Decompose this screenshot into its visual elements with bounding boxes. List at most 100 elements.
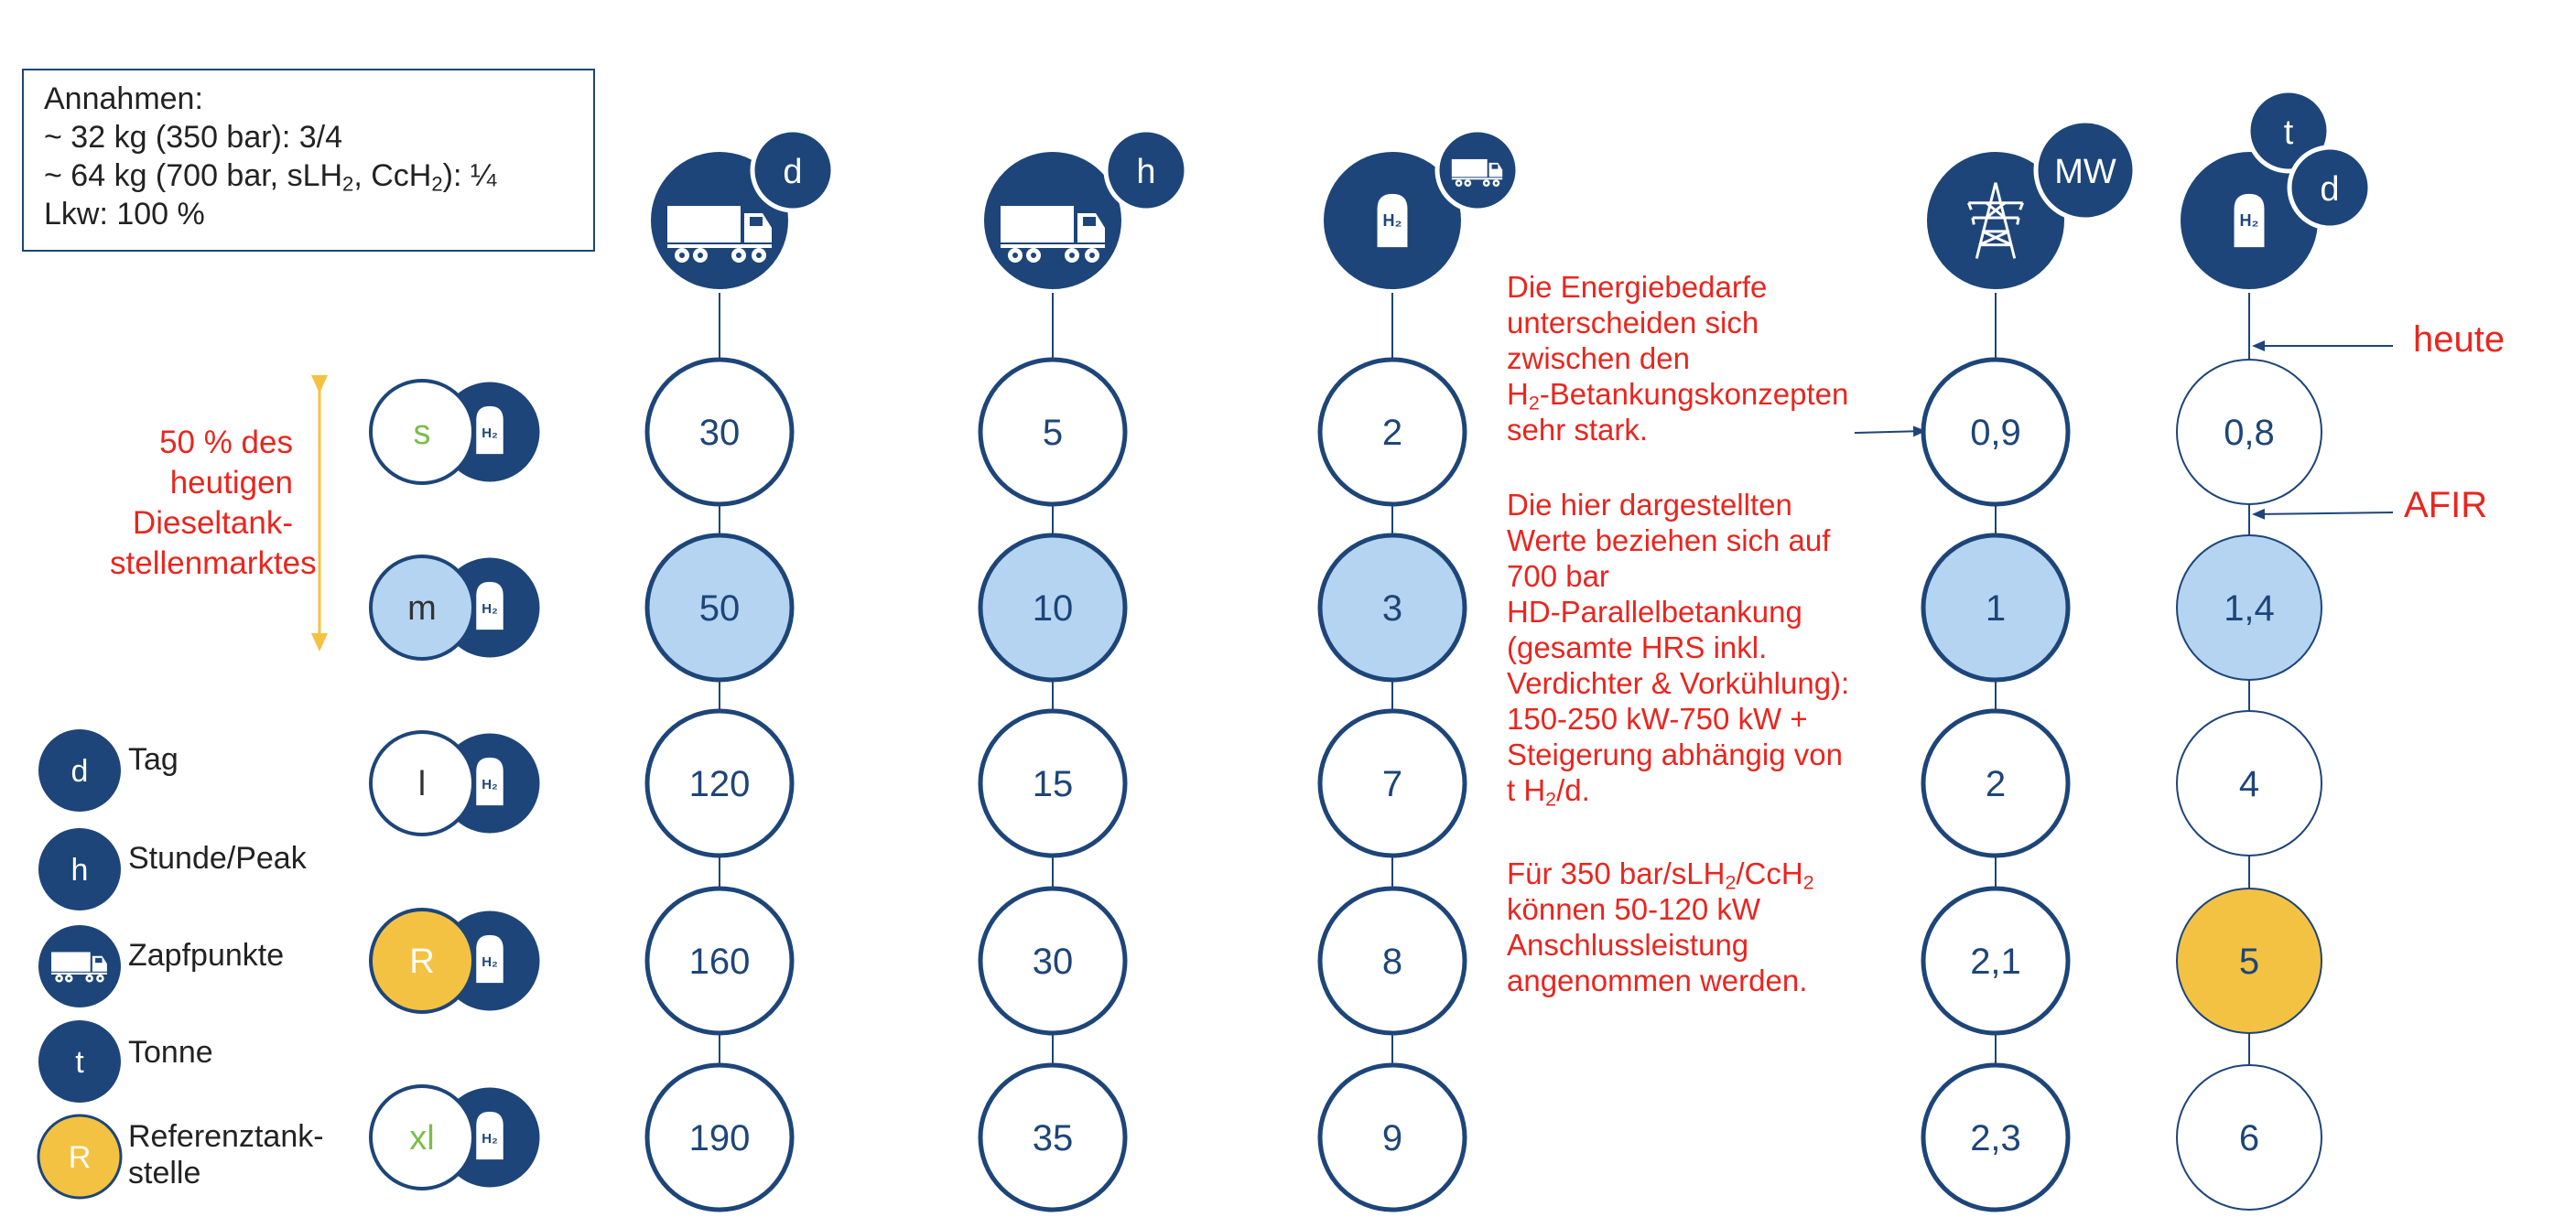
value-circle bbox=[978, 1062, 1128, 1212]
value-text: 120 bbox=[689, 764, 751, 804]
value-node: 7 bbox=[1317, 708, 1467, 858]
value-circle bbox=[978, 357, 1128, 507]
value-node: 0,9 bbox=[1921, 357, 2071, 507]
value-node: 10 bbox=[978, 533, 1128, 683]
value-node: 2,3 bbox=[1921, 1062, 2071, 1212]
header-label-tons-per-day: d bbox=[2320, 170, 2339, 209]
header-icon-dispensers: H₂ bbox=[1320, 127, 1521, 293]
value-node: 2,1 bbox=[1921, 886, 2071, 1036]
value-text: 2 bbox=[1986, 764, 2006, 804]
value-circle bbox=[1921, 708, 2071, 858]
size-badge-s: H₂ s bbox=[369, 379, 543, 485]
value-node: 15 bbox=[978, 708, 1128, 858]
value-node: 0,8 bbox=[2176, 359, 2322, 505]
size-circle bbox=[369, 908, 475, 1014]
value-text: 2,1 bbox=[1970, 942, 2021, 982]
value-text: 9 bbox=[1382, 1118, 1402, 1158]
value-circle bbox=[644, 886, 795, 1036]
value-circle bbox=[644, 708, 795, 858]
legend-icon-4: R bbox=[37, 1114, 123, 1200]
header-label-power: MW bbox=[2054, 153, 2116, 191]
legend-symbol: h bbox=[71, 853, 89, 888]
assumptions-line-700bar: ~ 64 kg (700 bar, sLH2, CcH2): ¼ bbox=[44, 158, 497, 196]
size-circle bbox=[369, 379, 475, 485]
legend-symbol: R bbox=[69, 1140, 92, 1175]
size-label: s bbox=[414, 414, 431, 452]
afir-arrow bbox=[2252, 508, 2394, 520]
value-node: 120 bbox=[644, 708, 795, 858]
note-values-basis: Die hier dargestellten Werte beziehen si… bbox=[1507, 488, 1850, 811]
value-circle bbox=[978, 886, 1128, 1036]
value-node: 5 bbox=[2176, 888, 2322, 1034]
value-circle bbox=[2176, 359, 2322, 505]
annotation-afir: AFIR bbox=[2404, 485, 2488, 525]
value-text: 0,9 bbox=[1970, 413, 2021, 453]
value-text: 5 bbox=[1043, 413, 1063, 453]
value-node: 2 bbox=[1921, 708, 2071, 858]
legend-circle bbox=[38, 729, 121, 812]
value-node: 190 bbox=[644, 1062, 795, 1212]
value-node: 6 bbox=[2176, 1064, 2322, 1211]
legend-symbol: t bbox=[75, 1045, 84, 1080]
value-circle bbox=[644, 1062, 795, 1212]
value-text: 1 bbox=[1986, 588, 2006, 629]
size-label: xl bbox=[409, 1119, 434, 1158]
header-label-hours: h bbox=[1136, 153, 1155, 191]
h2-tank-label: H₂ bbox=[482, 601, 498, 617]
size-badge-r: H₂ R bbox=[369, 908, 543, 1014]
legend-circle bbox=[37, 1114, 123, 1200]
size-label: R bbox=[409, 943, 434, 981]
assumptions-heading: Annahmen: bbox=[44, 81, 203, 116]
value-node: 35 bbox=[978, 1062, 1128, 1212]
value-text: 30 bbox=[1033, 942, 1074, 982]
value-text: 35 bbox=[1033, 1118, 1074, 1158]
value-circle bbox=[978, 533, 1128, 683]
h2-tank-label: H₂ bbox=[1383, 211, 1402, 230]
assumptions-box: Annahmen: ~ 32 kg (350 bar): 3/4 ~ 64 kg… bbox=[22, 69, 595, 252]
market-share-note: 50 % des heutigen Dieseltank- stellenmar… bbox=[110, 425, 317, 581]
value-text: 10 bbox=[1033, 588, 1074, 629]
value-circle bbox=[2176, 1064, 2322, 1211]
assumptions-line-350bar: ~ 32 kg (350 bar): 3/4 bbox=[44, 120, 343, 155]
value-text: 15 bbox=[1033, 764, 1074, 804]
legend-symbol: d bbox=[71, 754, 89, 789]
size-badge-m: H₂m bbox=[369, 555, 543, 661]
header-icon-power: MW bbox=[1923, 118, 2138, 293]
value-node: 1 bbox=[1921, 533, 2071, 683]
legend-icon-3: t bbox=[38, 1020, 121, 1103]
legend-label-zapfpunkte: Zapfpunkte bbox=[128, 938, 285, 973]
legend-label-stunde: Stunde/Peak bbox=[128, 841, 307, 876]
value-circle bbox=[1317, 886, 1467, 1036]
value-node: 30 bbox=[644, 357, 795, 507]
value-circle bbox=[644, 533, 795, 683]
assumptions-line-lkw: Lkw: 100 % bbox=[44, 197, 205, 232]
value-circle bbox=[644, 357, 795, 507]
h2-tank-label: H₂ bbox=[482, 954, 498, 970]
value-text: 5 bbox=[2239, 942, 2259, 982]
value-circle bbox=[1921, 886, 2071, 1036]
size-label: l bbox=[418, 765, 426, 803]
header-icon-tons: H₂ t d bbox=[2177, 88, 2373, 293]
note-350bar-power: Für 350 bar/sLH2/CcH2 können 50-120 kW A… bbox=[1507, 856, 1814, 997]
value-circle bbox=[978, 708, 1128, 858]
value-circle bbox=[1317, 357, 1467, 507]
annotation-heute: heute bbox=[2413, 319, 2506, 360]
h2-tank-label: H₂ bbox=[482, 1131, 498, 1147]
size-circle bbox=[369, 1084, 475, 1190]
legend-circle bbox=[38, 828, 121, 910]
value-text: 0,8 bbox=[2224, 413, 2275, 453]
value-node: 1,4 bbox=[2176, 534, 2322, 681]
h2-tank-label: H₂ bbox=[482, 425, 498, 441]
value-text: 160 bbox=[689, 942, 751, 982]
value-node: 50 bbox=[644, 533, 795, 683]
legend-label-referenz: Referenztank-stelle bbox=[128, 1119, 324, 1190]
value-text: 50 bbox=[699, 588, 741, 629]
value-node: 5 bbox=[978, 357, 1128, 507]
header-icon-days: d bbox=[647, 127, 836, 293]
h2-tank-label: H₂ bbox=[482, 777, 498, 792]
value-circle bbox=[1921, 533, 2071, 683]
legend-icon-1: h bbox=[38, 828, 121, 910]
value-node: 2 bbox=[1317, 357, 1467, 507]
